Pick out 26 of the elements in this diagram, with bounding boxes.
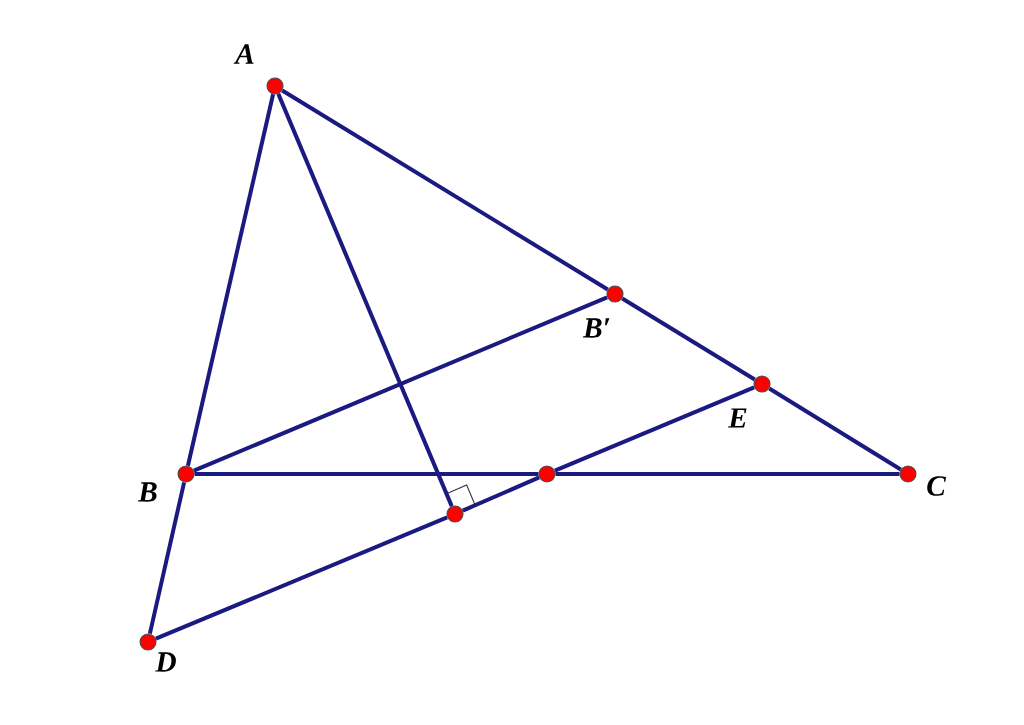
line-segment — [155, 515, 448, 641]
line-segment — [194, 472, 539, 476]
point-dot — [606, 285, 624, 303]
point-dot — [538, 465, 556, 483]
point-label: C — [927, 476, 947, 496]
point-label: B′ — [582, 318, 610, 338]
point-dot — [446, 505, 464, 523]
point-label: A — [233, 44, 254, 64]
point-label: B — [137, 482, 157, 502]
line-segment — [768, 386, 902, 472]
line-segment — [281, 88, 609, 292]
point-dot — [899, 465, 917, 483]
line-segment — [621, 296, 756, 382]
point-label: E — [728, 408, 747, 428]
line-segment — [555, 472, 900, 476]
point-label: D — [155, 652, 176, 672]
point-dot — [139, 633, 157, 651]
point-dot — [753, 375, 771, 393]
line-segment — [554, 385, 755, 473]
line-segment — [185, 93, 276, 467]
line-segment — [147, 481, 187, 635]
point-dot — [266, 77, 284, 95]
point-dot — [177, 465, 195, 483]
line-segment — [193, 295, 608, 473]
line-segment — [462, 475, 540, 513]
line-segment — [276, 93, 454, 507]
